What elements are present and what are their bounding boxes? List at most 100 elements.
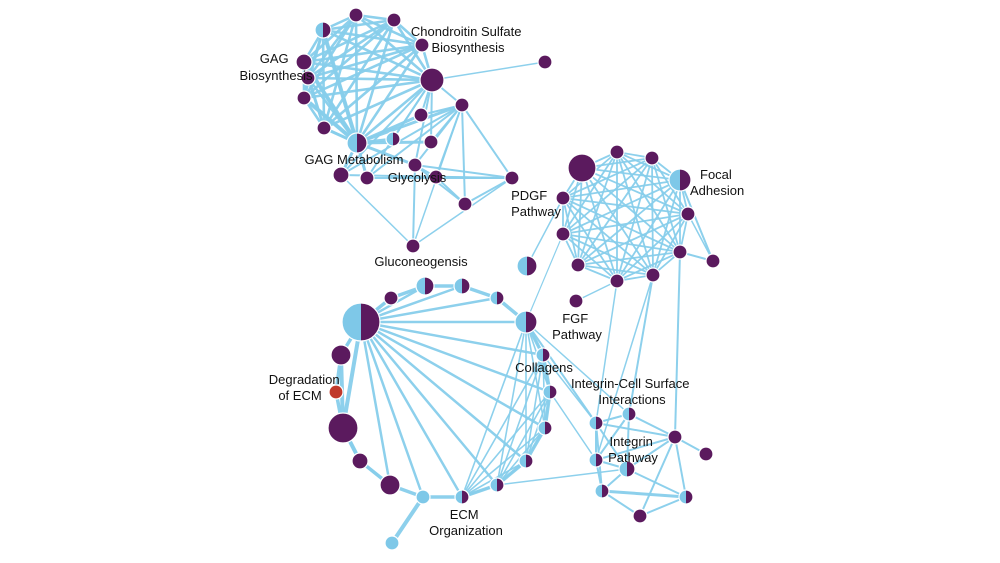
node-half-blue [669,169,680,191]
node-half-purple [545,421,552,435]
node-half-blue [622,407,629,421]
network-edge [679,179,714,262]
label-ecm-organization: ECM Organization [429,507,503,538]
node-half-purple [627,461,635,477]
label-integrin-pathway: Integrin Pathway [608,434,658,465]
network-node [644,150,660,166]
node-circle [414,37,430,53]
node-half-purple [393,132,400,146]
network-node [570,257,586,273]
network-edge [525,321,597,424]
node-circle [680,206,696,222]
node-half-purple [462,278,470,294]
node-circle [568,293,584,309]
network-node [328,384,344,400]
node-outline [415,276,435,296]
node-circle [351,452,369,470]
network-edge [306,76,326,130]
network-edge [496,468,628,486]
network-edge [359,320,425,499]
network-edge [321,28,359,145]
network-edge [359,320,499,487]
network-edge [414,104,463,166]
node-circle [667,429,683,445]
network-edges [302,13,714,545]
node-half-blue [619,461,627,477]
node-circle [413,107,429,123]
network-edge [525,233,564,323]
label-degradation-of-ecm: Degradation of ECM [269,372,343,403]
label-gluconeogenesis: Gluconeogensis [374,254,468,269]
node-circle [405,238,421,254]
network-edge [414,164,513,179]
node-circle [328,384,344,400]
network-edge [464,177,513,205]
node-half-blue [595,484,602,498]
node-circle [383,290,399,306]
node-half-purple [550,385,557,399]
network-edge [616,157,653,282]
network-node [672,244,688,260]
node-circle [537,54,553,70]
node-circle [407,157,423,173]
network-node [678,489,694,505]
node-outline [385,131,401,147]
network-edge [562,197,579,266]
node-outline [621,406,637,422]
network-edge [496,321,527,486]
node-circle [423,134,439,150]
network-node [419,67,445,93]
node-outline [454,489,470,505]
network-node [413,107,429,123]
network-edge [651,157,689,215]
network-nodes [295,7,721,551]
node-half-blue [517,256,527,276]
network-node [454,489,470,505]
network-edge [340,174,414,247]
label-collagens: Collagens [515,360,573,375]
node-outline [542,384,558,400]
node-half-purple [323,22,331,38]
node-half-purple [497,291,504,305]
network-edge [359,320,392,487]
network-edge [628,274,654,415]
node-circle [457,196,473,212]
node-outline [346,132,368,154]
node-half-purple [629,407,636,421]
network-edge [302,96,359,145]
label-focal-adhesion: Focal Adhesion [690,167,744,198]
network-node [314,21,332,39]
network-node [588,415,604,431]
network-edge [581,167,689,215]
node-half-blue [455,490,462,504]
network-edge [562,197,618,282]
network-node [414,37,430,53]
network-node [379,474,401,496]
network-node [518,453,534,469]
node-half-purple [596,416,603,430]
network-node [514,310,538,334]
network-edge [306,43,424,80]
network-edge [562,233,618,282]
network-edge [412,177,513,247]
node-half-purple [361,303,380,341]
network-edge [355,113,423,145]
network-node [296,90,312,106]
network-node [609,273,625,289]
network-edge [461,104,466,205]
network-node [386,12,402,28]
network-edge [302,18,396,64]
node-outline [588,452,604,468]
network-edge [652,213,689,276]
node-circle [609,273,625,289]
node-circle [644,150,660,166]
network-node [332,166,350,184]
network-edge [306,76,434,82]
network-edge [651,157,654,276]
node-outline [678,489,694,505]
network-edge [616,151,654,276]
network-edge [525,321,630,415]
node-circle [330,344,352,366]
node-half-blue [386,132,393,146]
node-circle [698,446,714,462]
